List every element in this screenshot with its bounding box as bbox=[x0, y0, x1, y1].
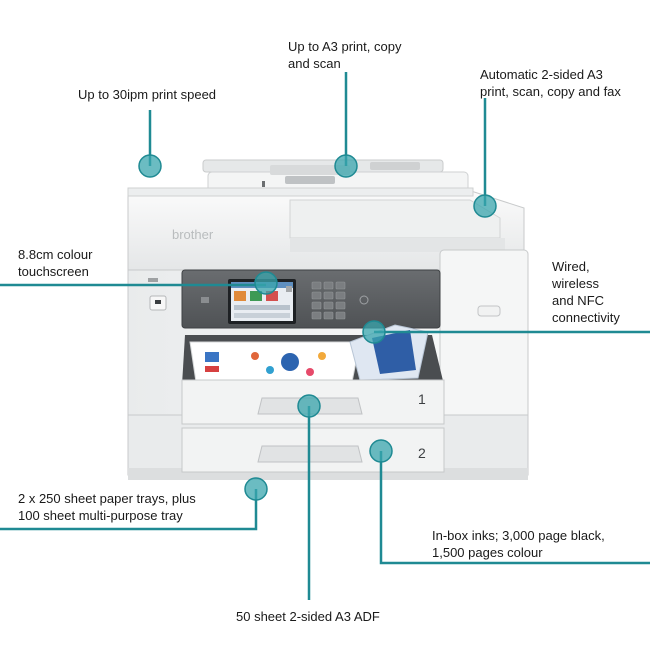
callout-inks-line1: In-box inks; 3,000 page black, bbox=[432, 528, 605, 543]
marker-trays bbox=[244, 477, 268, 501]
callout-adf: 50 sheet 2-sided A3 ADF bbox=[236, 608, 380, 625]
callout-auto-2sided-line1: Automatic 2-sided A3 bbox=[480, 67, 603, 82]
callout-auto-2sided-line2: print, scan, copy and fax bbox=[480, 84, 621, 99]
callout-connectivity-line1: Wired, bbox=[552, 259, 590, 274]
callout-trays: 2 x 250 sheet paper trays, plus 100 shee… bbox=[18, 490, 196, 524]
callout-touchscreen: 8.8cm colour touchscreen bbox=[18, 246, 92, 280]
callout-trays-line1: 2 x 250 sheet paper trays, plus bbox=[18, 491, 196, 506]
control-panel bbox=[181, 269, 441, 329]
marker-connectivity bbox=[362, 320, 386, 344]
marker-touchscreen bbox=[254, 271, 278, 295]
scanner-body: brother bbox=[127, 187, 525, 273]
callout-adf-text: 50 sheet 2-sided A3 ADF bbox=[236, 609, 380, 624]
callout-touchscreen-line1: 8.8cm colour bbox=[18, 247, 93, 262]
callout-print-speed-text: Up to 30ipm print speed bbox=[78, 87, 217, 102]
callout-connectivity-line4: connectivity bbox=[552, 310, 620, 325]
tray-2-number: 2 bbox=[418, 445, 426, 461]
callout-a3-print-line2: and scan bbox=[288, 56, 341, 71]
brand-logo: brother bbox=[172, 227, 214, 242]
paper-tray-2: 2 bbox=[181, 427, 445, 473]
marker-a3-print bbox=[334, 154, 358, 178]
callout-connectivity-line3: and NFC bbox=[552, 293, 605, 308]
callout-trays-line2: 100 sheet multi-purpose tray bbox=[18, 508, 183, 523]
callout-auto-2sided: Automatic 2-sided A3 print, scan, copy a… bbox=[480, 66, 621, 100]
keypad bbox=[311, 281, 346, 320]
callout-a3-print-line1: Up to A3 print, copy bbox=[288, 39, 402, 54]
marker-adf bbox=[297, 394, 321, 418]
callout-a3-print: Up to A3 print, copy and scan bbox=[288, 38, 401, 72]
marker-inks bbox=[369, 439, 393, 463]
callout-inks: In-box inks; 3,000 page black, 1,500 pag… bbox=[432, 527, 605, 561]
callout-inks-line2: 1,500 pages colour bbox=[432, 545, 543, 560]
callout-connectivity-line2: wireless bbox=[552, 276, 599, 291]
callout-print-speed: Up to 30ipm print speed bbox=[78, 86, 216, 103]
tray-1-number: 1 bbox=[418, 391, 426, 407]
callout-connectivity: Wired, wireless and NFC connectivity bbox=[552, 258, 620, 326]
callout-lines bbox=[0, 72, 650, 600]
marker-auto-2sided bbox=[473, 194, 497, 218]
marker-print-speed bbox=[138, 154, 162, 178]
callout-touchscreen-line2: touchscreen bbox=[18, 264, 89, 279]
callout-markers bbox=[138, 154, 497, 501]
